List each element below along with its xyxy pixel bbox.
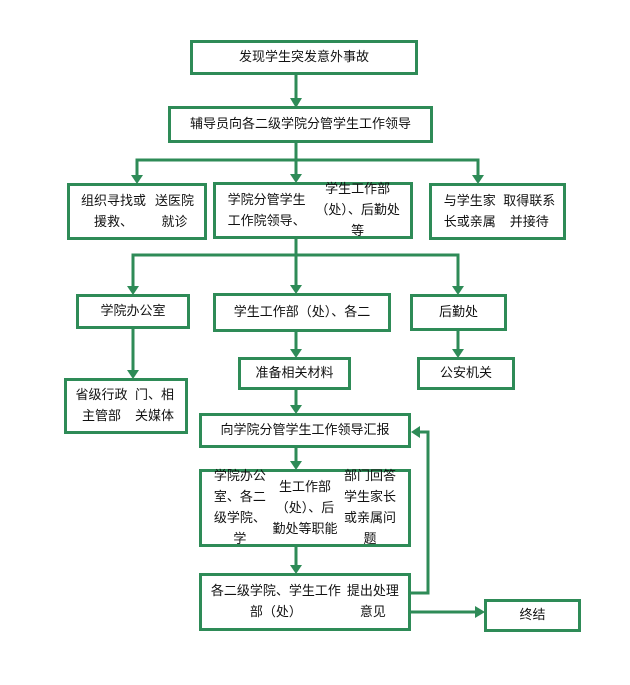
node-student-affairs: 学生工作部（处）、各二 — [213, 293, 391, 332]
connector-feedback-loop — [411, 430, 430, 595]
node-logistics: 后勤处 — [410, 294, 507, 331]
connector-split-row1 — [135, 158, 480, 180]
node-police: 公安机关 — [417, 357, 515, 390]
arrowhead — [290, 405, 302, 414]
node-provincial-media: 省级行政主管部 门、相关媒体 — [64, 378, 188, 434]
arrowhead — [472, 175, 484, 184]
node-counselor-report: 辅导员向各二级学院分管学生工作领导 — [168, 106, 433, 143]
node-rescue: 组织寻找或援救、 送医院就诊 — [67, 183, 207, 240]
arrowhead — [127, 286, 139, 295]
node-college-office: 学院办公室 — [76, 294, 190, 329]
arrowhead — [290, 174, 302, 183]
arrowhead — [290, 461, 302, 470]
node-answer-family: 学院办公室、各二级学院、学 生工作部（处）、后勤处等职能 部门回答学生家长或亲属… — [199, 469, 411, 547]
node-report-leader: 向学院分管学生工作领导汇报 — [199, 413, 411, 448]
arrowhead — [290, 349, 302, 358]
arrowhead — [290, 285, 302, 294]
arrowhead — [131, 175, 143, 184]
node-family-contact: 与学生家长或亲属 取得联系并接待 — [429, 183, 566, 240]
arrowhead — [411, 426, 420, 438]
node-discover-incident: 发现学生突发意外事故 — [190, 40, 418, 75]
arrowhead — [452, 286, 464, 295]
node-handling-opinion: 各二级学院、学生工作部（处） 提出处理意见 — [199, 573, 411, 631]
node-end: 终结 — [484, 599, 581, 632]
arrowhead — [475, 606, 485, 618]
arrowhead — [290, 565, 302, 574]
arrowhead — [452, 349, 464, 358]
node-prepare-materials: 准备相关材料 — [238, 357, 351, 390]
arrowhead — [127, 370, 139, 379]
node-college-leaders: 学院分管学生工作院领导、 学生工作部（处）、后勤处等 — [213, 182, 413, 239]
arrowhead — [290, 98, 302, 108]
